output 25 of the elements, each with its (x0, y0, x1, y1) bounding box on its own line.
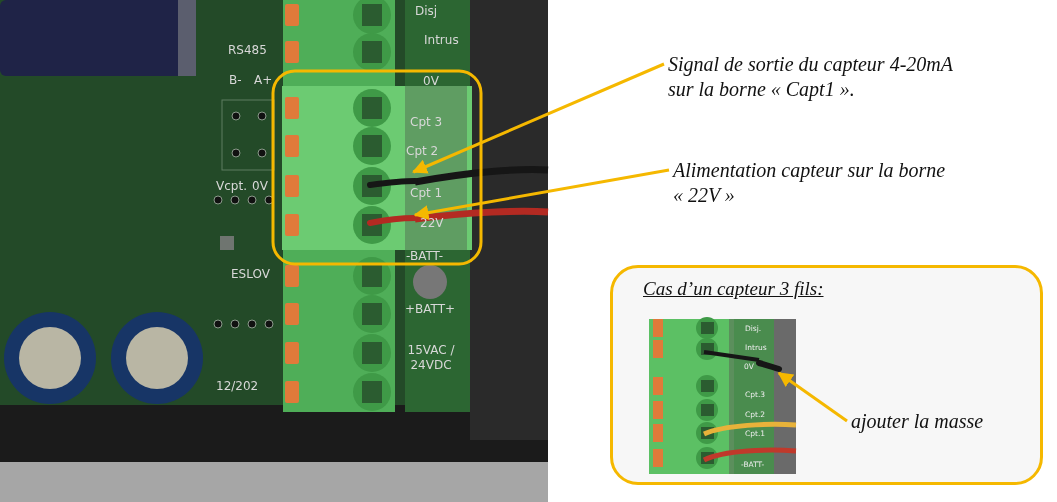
leader-arrow (412, 62, 665, 174)
terminal-label: 0V (252, 180, 268, 194)
terminal-label: Intrus (424, 34, 459, 48)
callout-text: Signal de sortie du capteur 4-20mA sur la borne « Capt1 ». (668, 52, 954, 102)
note-panel (610, 265, 1043, 485)
terminal-label: Vcpt. (216, 180, 247, 194)
terminal-label: RS485 (228, 44, 267, 58)
terminal-label: ESLOV (231, 268, 270, 282)
terminal-label: Cpt 3 (410, 116, 443, 130)
panel-heading: Cas d’un capteur 3 fils: (643, 277, 824, 301)
terminal-label: 22V (420, 217, 444, 231)
leader-arrow (413, 168, 670, 221)
terminal-label: A+ (254, 74, 273, 88)
terminal-label: 0V (423, 75, 439, 89)
terminal-label: B- (229, 74, 242, 88)
callout-text: ajouter la masse (851, 409, 985, 434)
terminal-label: -BATT- (406, 250, 444, 264)
terminal-label: Disj (415, 5, 438, 19)
terminal-label: +BATT+ (405, 303, 456, 317)
terminal-label: Cpt 1 (410, 187, 443, 201)
terminal-label: 12/202 (216, 380, 259, 394)
leader-arrow (777, 371, 848, 423)
terminal-label: 15VAC / 24VDC (406, 343, 456, 373)
wire-end (759, 359, 779, 373)
callout-text: Alimentation capteur sur la borne « 22V » (673, 158, 947, 208)
